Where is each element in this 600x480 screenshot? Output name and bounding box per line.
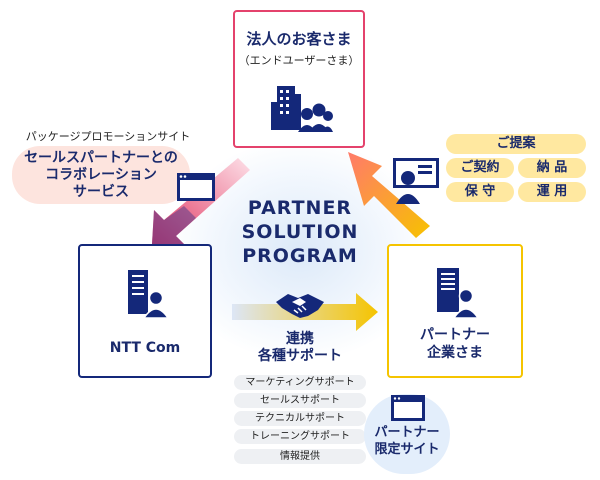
partner-line2: 企業さま	[427, 345, 483, 361]
ntt-box: NTT Com	[78, 244, 212, 378]
customer-title: 法人のお客さま	[246, 30, 352, 48]
partner-site-bubble: パートナー 限定サイト	[364, 394, 450, 474]
presenter-icon	[393, 158, 439, 204]
program-line3: PROGRAM	[242, 245, 358, 267]
proposal-item: ご契約	[446, 158, 514, 178]
ntt-title: NTT Com	[109, 340, 181, 356]
document-person-icon	[437, 268, 479, 318]
promo-line1: セールスパートナーとの	[24, 150, 178, 166]
proposal-item: 納 品	[518, 158, 586, 178]
browser-window-icon	[177, 173, 215, 201]
arrow-to-ntt-tail	[152, 206, 196, 246]
customer-box: 法人のお客さま （エンドユーザーさま）	[233, 10, 365, 148]
program-line2: SOLUTION	[241, 221, 359, 243]
support-item: マーケティングサポート	[234, 375, 366, 390]
promo-line2: コラボレーション	[45, 167, 157, 183]
building-people-icon	[271, 86, 333, 132]
partner-site-line2: 限定サイト	[374, 442, 440, 457]
handshake-icon	[276, 294, 324, 318]
promo-bubble: セールスパートナーとの コラボレーション サービス	[12, 146, 190, 204]
support-item: 情報提供	[234, 449, 366, 464]
partner-box: パートナー 企業さま	[387, 244, 523, 378]
promo-line3: サービス	[73, 184, 129, 200]
arrow-to-customer	[348, 152, 430, 238]
program-title: PARTNER SOLUTION PROGRAM	[215, 196, 385, 268]
proposal-item: 運 用	[518, 182, 586, 202]
support-item: トレーニングサポート	[234, 429, 366, 444]
program-line1: PARTNER	[247, 197, 353, 219]
partner-line1: パートナー	[420, 327, 490, 343]
proposal-header: ご提案	[446, 134, 586, 154]
support-line2: 各種サポート	[258, 348, 342, 364]
proposal-item: 保 守	[446, 182, 514, 202]
promo-heading: パッケージプロモーションサイト	[25, 130, 191, 143]
server-person-icon	[128, 270, 168, 318]
browser-window-icon	[391, 395, 425, 421]
customer-subtitle: （エンドユーザーさま）	[238, 54, 360, 67]
support-item: テクニカルサポート	[234, 411, 366, 426]
support-item: セールスサポート	[234, 393, 366, 408]
partner-site-line1: パートナー	[374, 425, 440, 440]
support-line1: 連携	[286, 331, 314, 347]
